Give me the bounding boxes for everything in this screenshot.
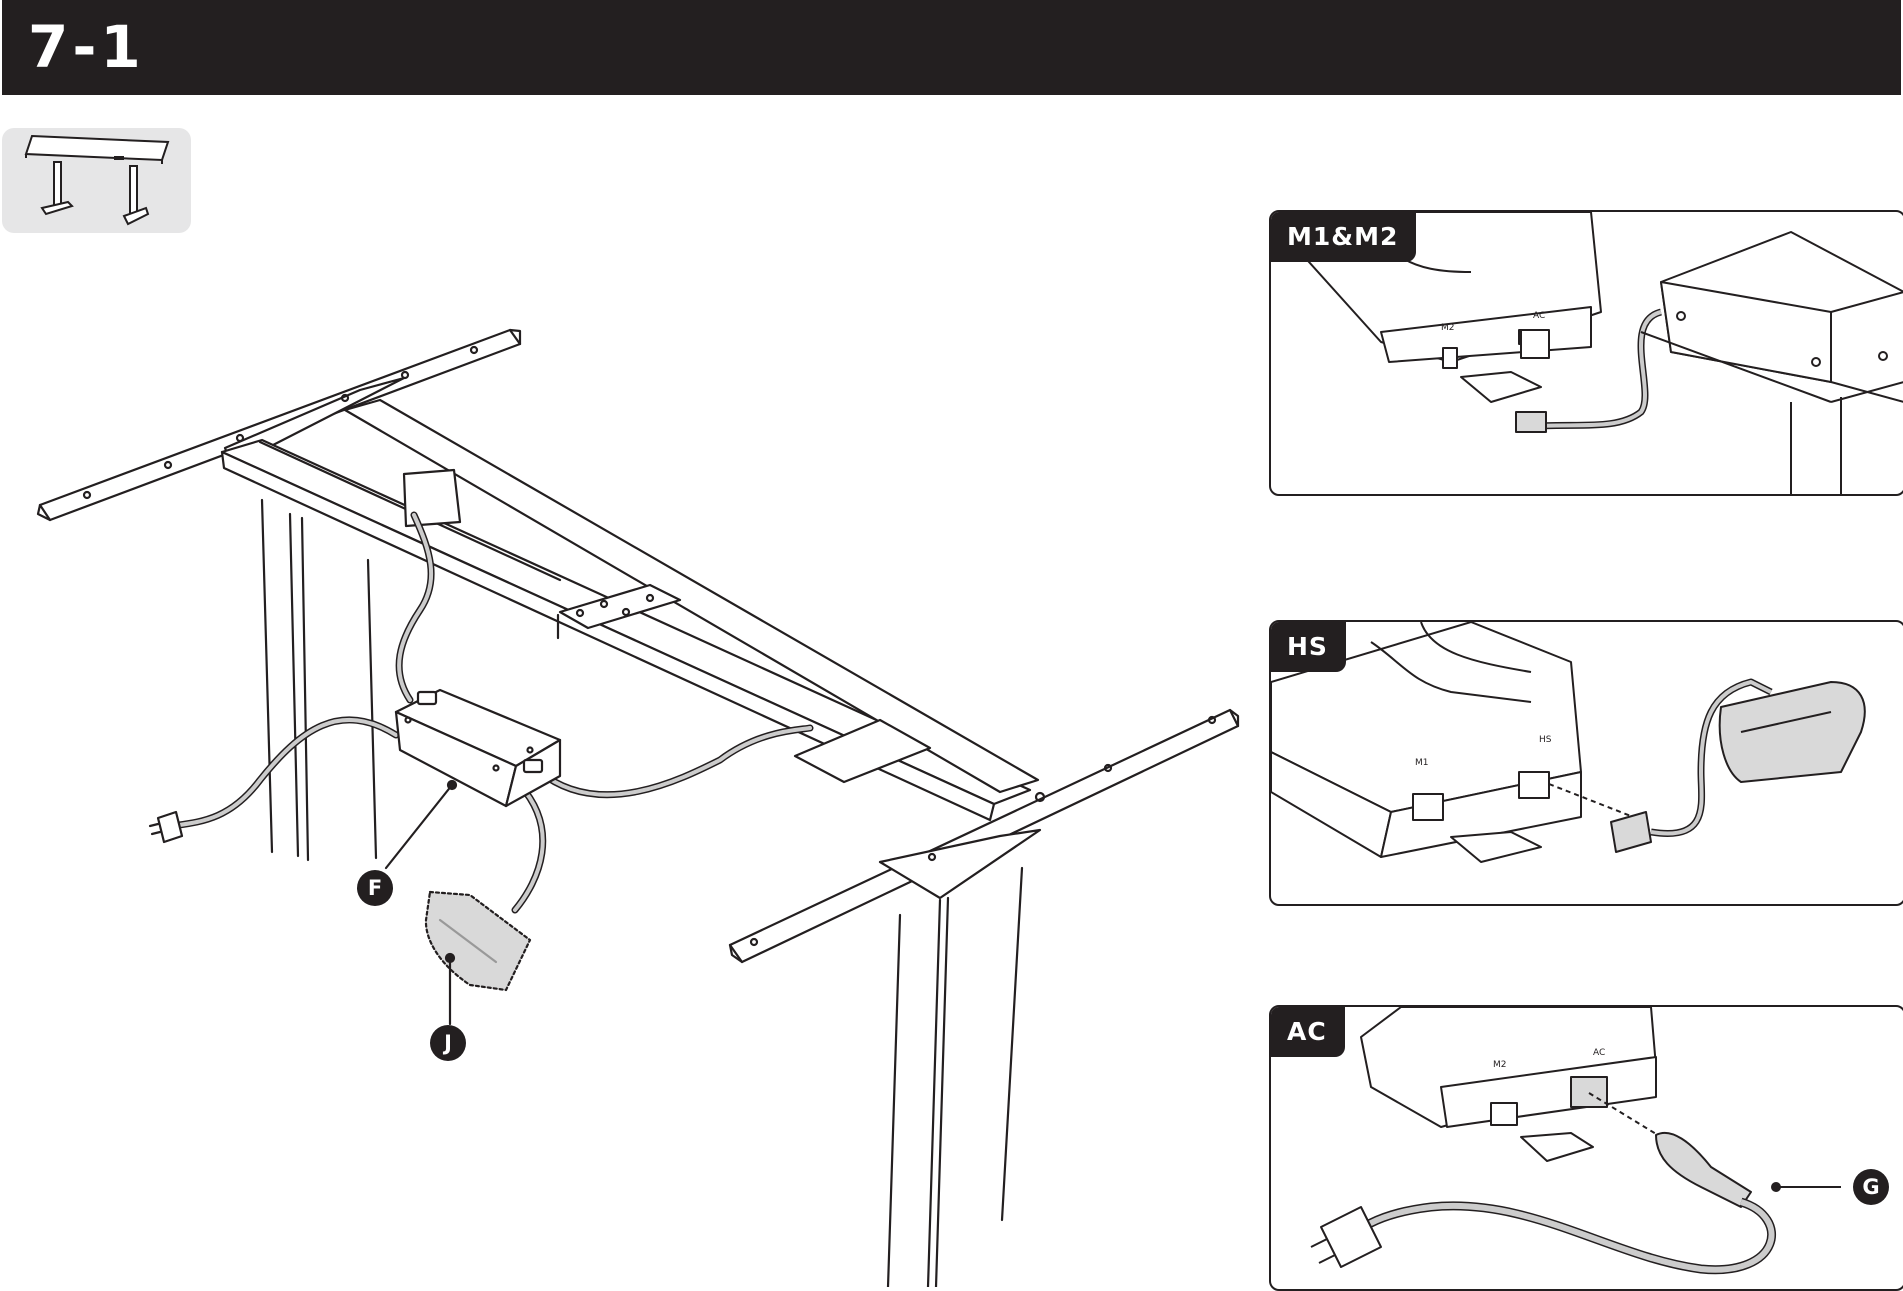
handset-connection-drawing: M1 HS [1271,622,1866,863]
port-label-m2-ac-panel: M2 [1493,1060,1507,1070]
step-number: 7-1 [28,13,145,81]
port-label-m2: M2 [1441,323,1455,333]
port-label-ac-ac-panel: AC [1593,1048,1605,1058]
detail-panel-m1-m2: M2 AC M1&M2 [1269,210,1903,496]
panel-tag-hs: HS [1271,622,1346,672]
desk-thumbnail [2,128,191,233]
motor-cable-connection-drawing: M2 AC [1290,212,1903,494]
control-box-cables [168,511,814,914]
port-label-hs: HS [1539,735,1552,745]
callout-j: J [430,1025,466,1061]
leader-lines [384,779,458,1026]
desk-frame-drawing [36,328,1240,1287]
right-leg [886,866,1024,1287]
handset-highlight [424,890,532,992]
desk-icon [24,134,170,226]
callout-g: G [1853,1169,1889,1205]
callout-f: F [357,870,393,906]
panel-tag-m1-m2: M1&M2 [1271,212,1417,262]
step-header-bar: 7-1 [2,0,1901,95]
left-leg [260,498,378,862]
right-foot [728,708,1240,964]
detail-panel-ac: M2 AC AC G [1269,1005,1903,1291]
ac-plug-small [148,810,184,844]
port-label-m1: M1 [1415,758,1429,768]
panel-tag-ac: AC [1271,1007,1345,1057]
power-cord-connection-drawing: M2 AC [1310,1007,1841,1275]
detail-panel-hs: M1 HS HS [1269,620,1903,906]
port-label-ac: AC [1533,311,1545,321]
crossbeam [220,398,1040,822]
control-box [394,688,562,808]
